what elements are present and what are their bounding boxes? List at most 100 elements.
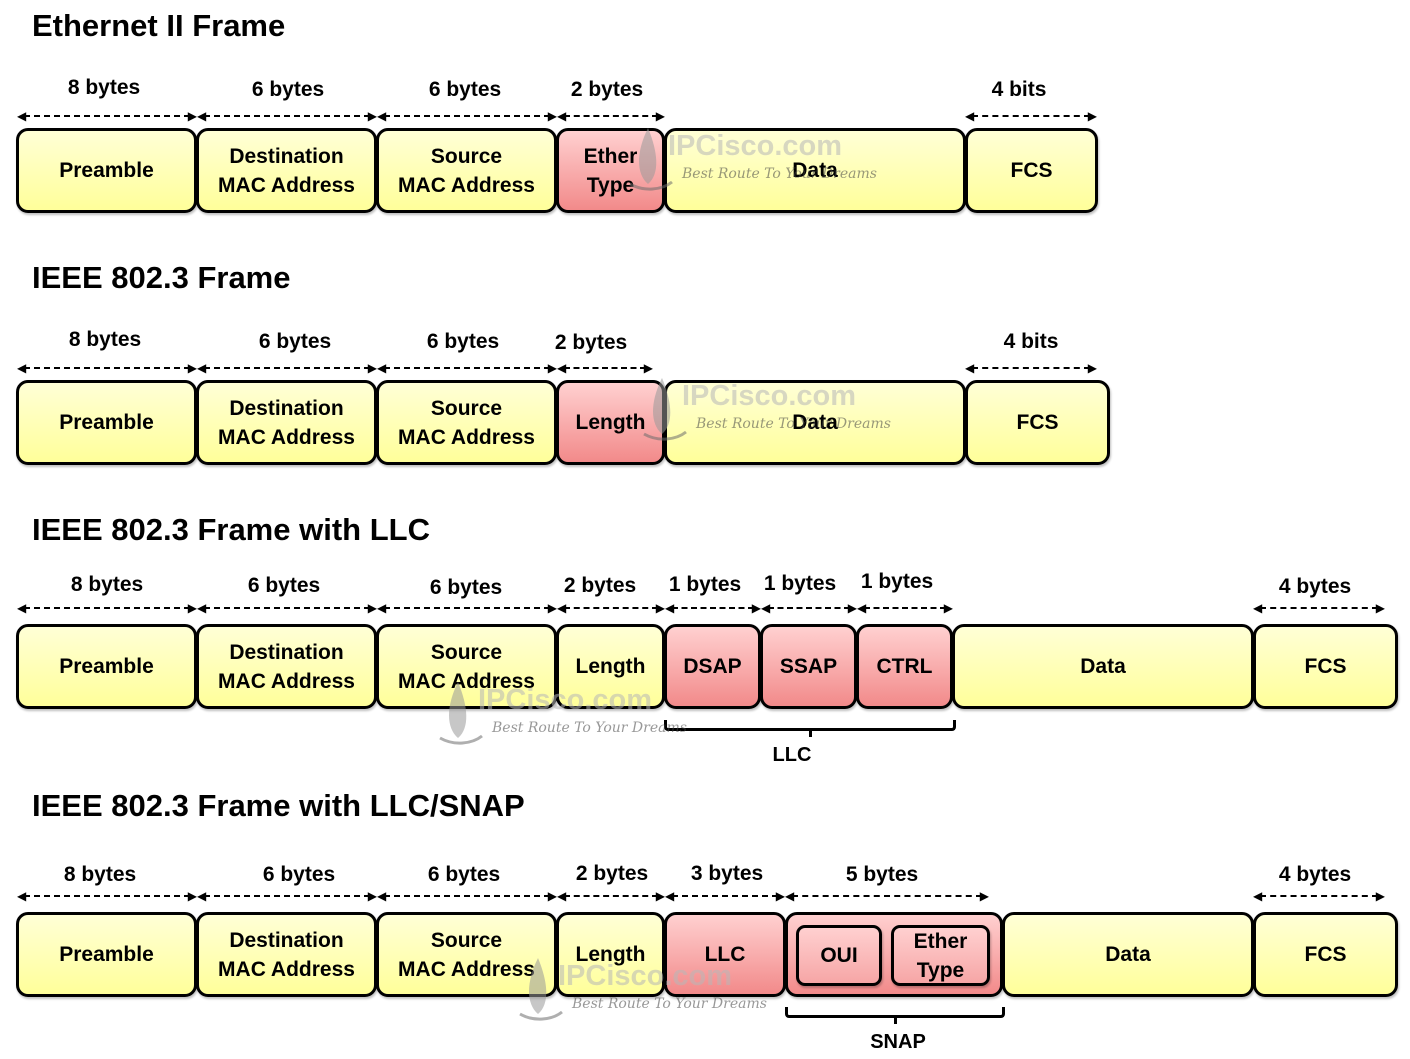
size-label: 8 bytes — [68, 328, 142, 351]
field-preamble: Preamble — [16, 624, 197, 709]
size-label: 6 bytes — [429, 576, 503, 599]
size-label: 1 bytes — [763, 572, 837, 595]
field-label: Length — [575, 655, 646, 678]
size-label: 6 bytes — [258, 330, 332, 353]
size-label: 4 bits — [991, 78, 1047, 101]
field-length: Length — [556, 380, 665, 465]
frame-title-ieee-802-3-llc: IEEE 802.3 Frame with LLC — [32, 512, 430, 547]
span-arrow: ◀▶ — [965, 109, 1097, 123]
size-label: 6 bytes — [428, 78, 502, 101]
size-label: 5 bytes — [845, 863, 919, 886]
span-arrow: ◀▶ — [377, 601, 557, 615]
field-dsap: DSAP — [664, 624, 761, 709]
field-label: DSAP — [683, 655, 742, 678]
size-label: 6 bytes — [426, 330, 500, 353]
field-preamble: Preamble — [16, 380, 197, 465]
field-ctrl: CTRL — [856, 624, 953, 709]
field-preamble: Preamble — [16, 128, 197, 213]
span-arrow: ◀▶ — [197, 109, 377, 123]
field-label: MAC Address — [218, 669, 355, 693]
field-label: MAC Address — [398, 173, 535, 197]
span-arrow: ◀▶ — [1253, 889, 1385, 903]
group-label-snap: SNAP — [870, 1031, 926, 1053]
field-label: MAC Address — [398, 425, 535, 449]
size-label: 2 bytes — [554, 331, 628, 354]
size-label: 8 bytes — [70, 573, 144, 596]
field-label: Data — [792, 411, 838, 434]
field-fcs: FCS — [1253, 912, 1398, 997]
span-arrow: ◀▶ — [665, 601, 761, 615]
size-label: 1 bytes — [668, 573, 742, 596]
group-brace-llc — [664, 720, 956, 737]
span-arrow: ◀▶ — [785, 889, 989, 903]
field-fcs: FCS — [965, 380, 1110, 465]
field-label: Type — [916, 958, 965, 982]
size-label: 3 bytes — [690, 862, 764, 885]
field-data: Data — [952, 624, 1254, 709]
field-label: Preamble — [59, 411, 154, 434]
field-label: MAC Address — [218, 173, 355, 197]
span-arrow: ◀▶ — [197, 889, 377, 903]
field-label: Length — [575, 411, 646, 434]
field-label: Data — [792, 159, 838, 182]
size-label: 6 bytes — [251, 78, 325, 101]
field-label: LLC — [704, 943, 746, 966]
field-label: Data — [1080, 655, 1126, 678]
group-brace-snap — [785, 1007, 1005, 1024]
field-label: FCS — [1016, 411, 1059, 434]
field-label: MAC Address — [398, 669, 535, 693]
frame-title-ieee-802-3-llc-snap: IEEE 802.3 Frame with LLC/SNAP — [32, 788, 525, 823]
field-label: MAC Address — [218, 957, 355, 981]
field-label: Length — [575, 943, 646, 966]
field-oui: OUI — [796, 925, 882, 986]
span-arrow: ◀▶ — [557, 361, 653, 375]
span-arrow: ◀▶ — [965, 361, 1097, 375]
field-label: Destination — [229, 640, 344, 664]
field-label: Source — [430, 396, 503, 420]
size-label: 4 bits — [1003, 330, 1059, 353]
span-arrow: ◀▶ — [557, 889, 665, 903]
field-label: FCS — [1010, 159, 1053, 182]
size-label: 2 bytes — [575, 862, 649, 885]
field-label: Destination — [229, 928, 344, 952]
field-fcs: FCS — [965, 128, 1098, 213]
span-arrow: ◀▶ — [17, 889, 197, 903]
field-label: Destination — [229, 144, 344, 168]
field-label: Destination — [229, 396, 344, 420]
field-label: FCS — [1304, 943, 1347, 966]
field-label: Ether — [913, 929, 968, 953]
span-arrow: ◀▶ — [761, 601, 857, 615]
field-label: Preamble — [59, 655, 154, 678]
span-arrow: ◀▶ — [557, 601, 665, 615]
span-arrow: ◀▶ — [1253, 601, 1385, 615]
field-label: OUI — [820, 944, 858, 967]
field-label: Data — [1105, 943, 1151, 966]
size-label: 2 bytes — [563, 574, 637, 597]
span-arrow: ◀▶ — [665, 889, 785, 903]
field-label: SSAP — [779, 655, 838, 678]
field-data: Data — [664, 128, 966, 213]
size-label: 6 bytes — [247, 574, 321, 597]
span-arrow: ◀▶ — [857, 601, 953, 615]
field-label: Source — [430, 928, 503, 952]
span-arrow: ◀▶ — [17, 601, 197, 615]
field-label: Preamble — [59, 159, 154, 182]
span-arrow: ◀▶ — [377, 361, 557, 375]
size-label: 8 bytes — [67, 76, 141, 99]
field-fcs: FCS — [1253, 624, 1398, 709]
field-length: Length — [556, 624, 665, 709]
watermark-tagline: Best Route To Your Dreams — [492, 720, 687, 736]
group-label-llc: LLC — [772, 744, 812, 766]
field-data: Data — [664, 380, 966, 465]
field-label: CTRL — [876, 655, 933, 678]
span-arrow: ◀▶ — [377, 889, 557, 903]
field-label: Source — [430, 144, 503, 168]
